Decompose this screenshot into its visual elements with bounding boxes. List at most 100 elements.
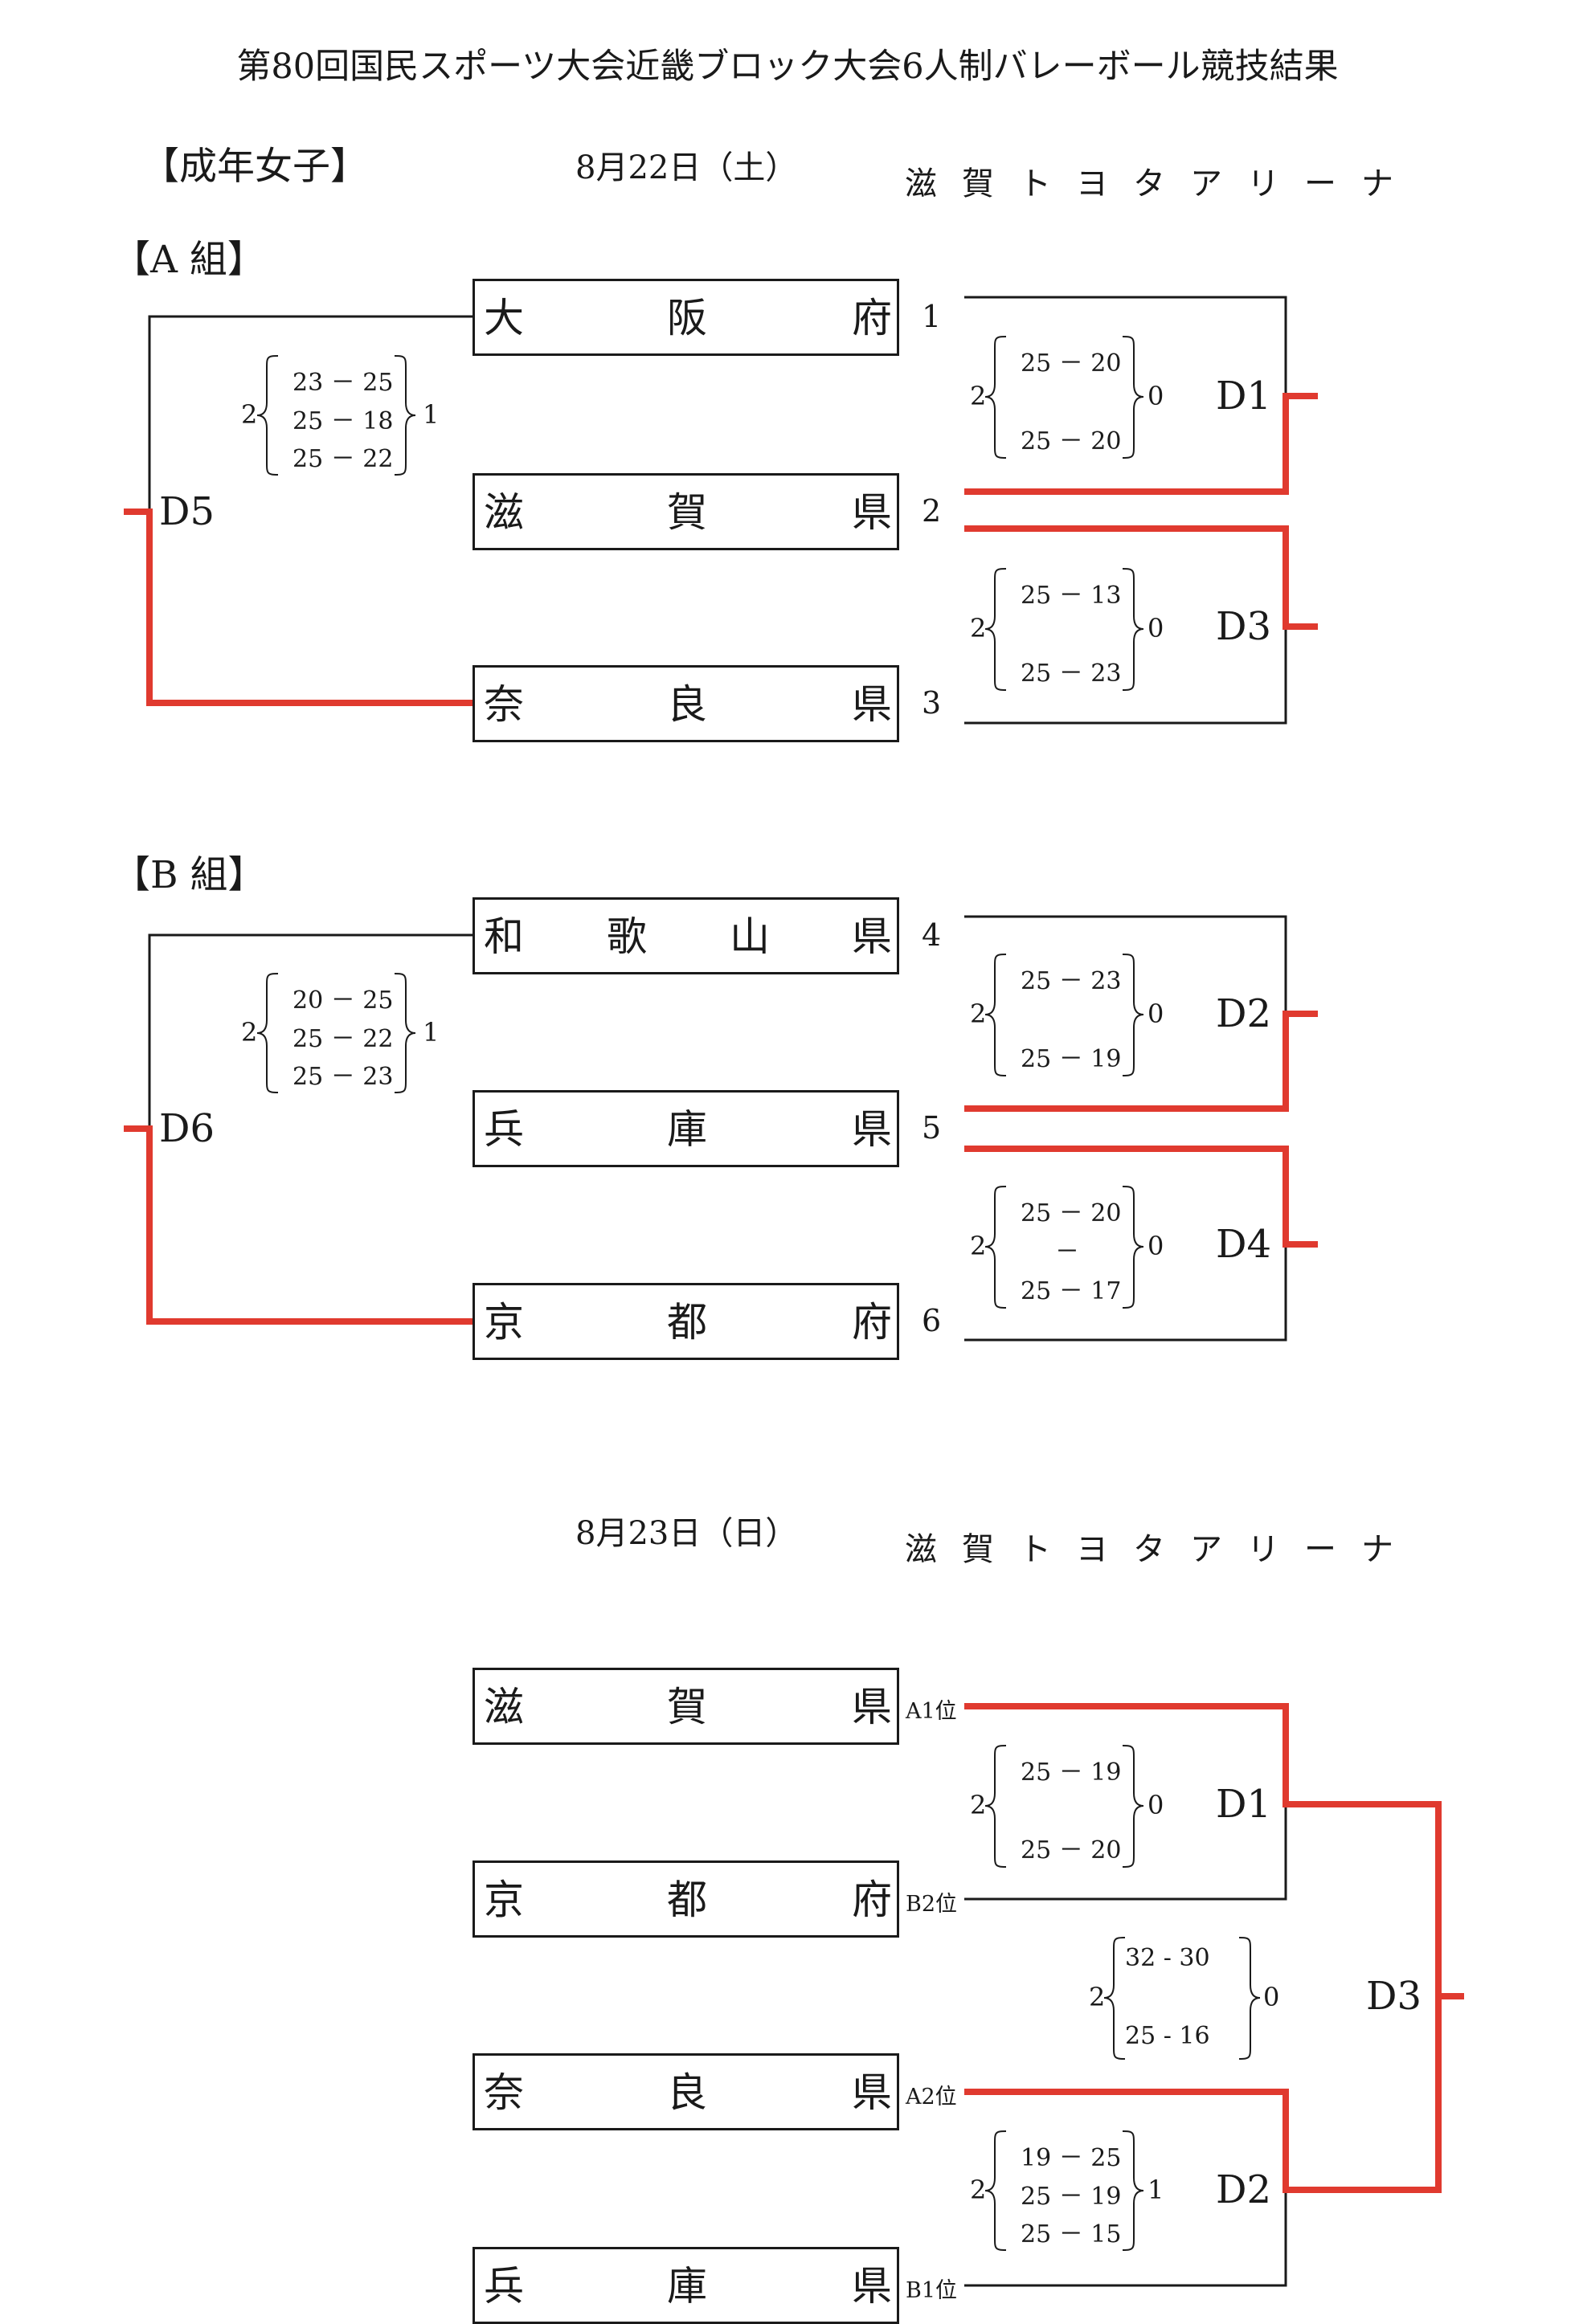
team-name-char: 滋: [484, 1684, 524, 1731]
final-d1-winner-line: [964, 1703, 1464, 1999]
brace-left: [984, 2130, 1007, 2251]
team-name-char: 兵: [484, 2263, 524, 2310]
rank-label: A1位: [906, 1699, 957, 1724]
team-name-char: 県: [852, 1106, 892, 1154]
set-score: 20 － 25: [292, 986, 394, 1015]
set-score: 25 － 13: [1021, 582, 1122, 610]
brace-right: [1122, 2130, 1144, 2251]
game-label: D2: [1216, 991, 1272, 1036]
rank-label: A2位: [906, 2085, 957, 2110]
brace-right: [1122, 954, 1144, 1076]
set-score: 25 － 15: [1021, 2220, 1122, 2248]
brace-right: [1238, 1937, 1261, 2060]
set-score: 25 － 23: [1021, 660, 1122, 688]
set-score: 25 － 20: [1021, 349, 1122, 378]
team-box: 滋 賀 県: [472, 473, 899, 550]
set-score: 25 － 17: [1021, 1277, 1122, 1305]
team-name-char: 歌: [607, 913, 647, 961]
brace-left: [256, 355, 279, 476]
team-name-char: 阪: [667, 295, 707, 342]
team-name-char: 山: [730, 913, 770, 961]
sets-won: 1: [1148, 2175, 1164, 2205]
page-title: 第80回国民スポーツ大会近畿ブロック大会6人制バレーボール競技結果: [236, 47, 1339, 87]
brace-right: [1122, 336, 1144, 459]
brace-right: [1122, 1186, 1144, 1309]
team-name-char: 大: [484, 295, 524, 342]
team-box: 兵 庫 県: [472, 2247, 899, 2324]
team-box: 和 歌 山 県: [472, 897, 899, 974]
team-name-char: 和: [484, 913, 524, 961]
team-name-char: 賀: [667, 1684, 707, 1731]
sets-won: 2: [970, 999, 987, 1029]
group-a-label: 【A 組】: [112, 238, 265, 282]
team-name-char: 京: [484, 1299, 524, 1346]
sets-won: 0: [1148, 613, 1164, 643]
brace-right: [1122, 1745, 1144, 1868]
seed-number: 1: [922, 299, 942, 334]
team-name-char: 奈: [484, 2069, 524, 2117]
brace-right: [1122, 568, 1144, 691]
team-name-char: 都: [667, 1299, 707, 1346]
set-score: 25 － 23: [1021, 967, 1122, 995]
team-name-char: 庫: [667, 1106, 707, 1154]
set-score: 25 － 19: [1021, 1758, 1122, 1787]
team-box: 奈 良 県: [472, 2053, 899, 2130]
category-label: 【成年女子】: [141, 145, 368, 189]
group-a-d1-loser-line: [964, 296, 1287, 396]
day2-venue: 滋賀トヨタアリーナ: [905, 1531, 1418, 1568]
seed-number: 6: [922, 1303, 942, 1338]
sets-won: 2: [241, 1017, 258, 1048]
day1-date: 8月22日（土）: [575, 149, 798, 186]
sets-won: 0: [1148, 1231, 1164, 1261]
sets-won: 0: [1148, 381, 1164, 411]
group-b-d2-winner-line: [964, 1011, 1318, 1112]
group-b-d4-loser-line: [964, 1244, 1287, 1342]
seed-number: 5: [922, 1110, 942, 1146]
group-b-d6-winner-line: [124, 1125, 472, 1325]
group-a-d3-loser-line: [964, 627, 1287, 725]
team-name-char: 県: [852, 913, 892, 961]
game-label: D5: [159, 489, 215, 534]
team-box: 滋 賀 県: [472, 1668, 899, 1745]
team-name-char: 奈: [484, 681, 524, 729]
brace-left: [984, 954, 1007, 1076]
team-name-char: 府: [852, 1877, 892, 1924]
set-score: 25 － 18: [292, 407, 394, 435]
rank-label: B1位: [906, 2278, 958, 2303]
set-score: 19 － 25: [1021, 2144, 1122, 2172]
set-score: 25 － 23: [292, 1063, 394, 1091]
set-score: 23 － 25: [292, 369, 394, 397]
sets-won: 1: [423, 399, 440, 430]
set-score: 25 － 19: [1021, 1045, 1122, 1073]
brace-left: [984, 336, 1007, 459]
day1-venue: 滋賀トヨタアリーナ: [905, 165, 1418, 202]
group-b-d2-loser-line: [964, 915, 1287, 1014]
rank-label: B2位: [906, 1892, 958, 1917]
sets-won: 2: [970, 613, 987, 643]
team-box: 奈 良 県: [472, 665, 899, 742]
team-box: 大 阪 府: [472, 279, 899, 356]
game-label: D6: [159, 1106, 215, 1151]
sets-won: 2: [970, 1790, 987, 1820]
team-name-char: 都: [667, 1877, 707, 1924]
sets-won: 2: [1089, 1982, 1106, 2012]
group-b-d4-winner-line: [964, 1146, 1318, 1248]
final-d2-loser-line: [964, 2190, 1287, 2287]
team-name-char: 府: [852, 1299, 892, 1346]
brace-left: [984, 1186, 1007, 1309]
set-score: 25 － 22: [292, 1025, 394, 1053]
final-d1-loser-line: [964, 1804, 1287, 1901]
seed-number: 3: [922, 685, 942, 721]
sets-won: 2: [970, 1231, 987, 1261]
set-score: 25 － 20: [1021, 1836, 1122, 1865]
brace-left: [984, 1745, 1007, 1868]
group-a-d3-winner-line: [964, 525, 1318, 630]
team-name-char: 県: [852, 1684, 892, 1731]
team-box: 京 都 府: [472, 1283, 899, 1360]
seed-number: 4: [922, 917, 942, 953]
team-name-char: 良: [667, 681, 707, 729]
team-name-char: 良: [667, 2069, 707, 2117]
brace-left: [1103, 1937, 1126, 2060]
final-d2-winner-line: [964, 1996, 1442, 2193]
